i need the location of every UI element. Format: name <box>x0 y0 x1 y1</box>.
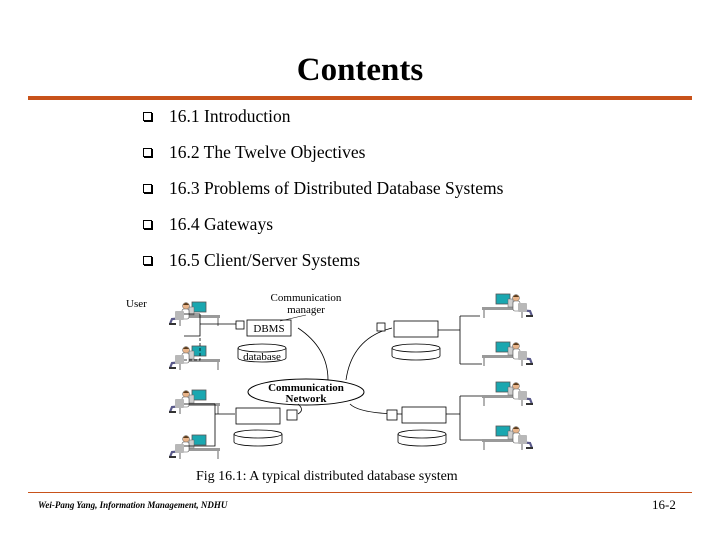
figure-caption: Fig 16.1: A typical distributed database… <box>196 469 458 484</box>
network-label-line1: Communication <box>268 382 344 394</box>
toc-item-problems[interactable]: 16.3 Problems of Distributed Database Sy… <box>143 175 503 211</box>
site-top-right <box>376 320 441 361</box>
database-cylinder <box>391 343 441 353</box>
square-bullet-icon <box>143 220 152 229</box>
dbms-box <box>401 406 447 424</box>
comm-manager-label-line2: manager <box>287 304 325 316</box>
toc-item-label: 16.2 The Twelve Objectives <box>169 142 366 162</box>
workstation-icon <box>480 340 535 368</box>
toc-item-objectives[interactable]: 16.2 The Twelve Objectives <box>143 139 503 175</box>
toc-item-label: 16.5 Client/Server Systems <box>169 250 361 270</box>
square-bullet-icon <box>143 148 152 157</box>
toc-item-label: 16.1 Introduction <box>169 106 291 126</box>
page-number: 16-2 <box>652 497 676 512</box>
database-cylinder <box>233 429 283 439</box>
square-bullet-icon <box>143 256 152 265</box>
toc-item-label: 16.3 Problems of Distributed Database Sy… <box>169 178 504 198</box>
terminal-links <box>184 313 482 447</box>
comm-manager-box <box>376 322 386 332</box>
dbms-label: DBMS <box>253 323 284 335</box>
toc-item-introduction[interactable]: 16.1 Introduction <box>143 103 503 139</box>
communication-network <box>247 378 365 406</box>
title-divider <box>28 96 692 100</box>
site-top-left: DBMS database <box>235 319 292 363</box>
site-bottom-left <box>233 407 298 447</box>
network-label-line2: Network <box>286 393 328 405</box>
right-workstations <box>480 292 535 452</box>
workstation-icon <box>167 433 222 461</box>
dbms-box <box>235 407 281 425</box>
contents-list: 16.1 Introduction 16.2 The Twelve Object… <box>143 103 503 283</box>
footer-author: Wei-Pang Yang, Information Management, N… <box>38 500 228 510</box>
square-bullet-icon <box>143 112 152 121</box>
footer-divider <box>28 492 692 493</box>
workstation-icon <box>167 388 222 416</box>
workstation-icon <box>480 424 535 452</box>
dbms-box <box>393 320 439 338</box>
left-workstations <box>167 300 222 461</box>
database-label: database <box>243 351 281 363</box>
workstation-icon <box>480 380 535 408</box>
user-label: User <box>126 298 147 310</box>
toc-item-client-server[interactable]: 16.5 Client/Server Systems <box>143 247 503 283</box>
workstation-icon <box>480 292 535 320</box>
square-bullet-icon <box>143 184 152 193</box>
comm-manager-label-line1: Communication <box>271 292 342 304</box>
workstation-icon <box>167 344 222 372</box>
toc-item-gateways[interactable]: 16.4 Gateways <box>143 211 503 247</box>
site-bottom-right <box>386 406 447 447</box>
slide-title: Contents <box>296 52 424 88</box>
comm-manager-box <box>286 409 298 421</box>
toc-item-label: 16.4 Gateways <box>169 214 274 234</box>
comm-manager-box <box>386 409 398 421</box>
database-cylinder <box>397 429 447 439</box>
comm-manager-box <box>235 320 245 330</box>
distributed-database-diagram: Communication Network DBMS database <box>126 292 535 461</box>
